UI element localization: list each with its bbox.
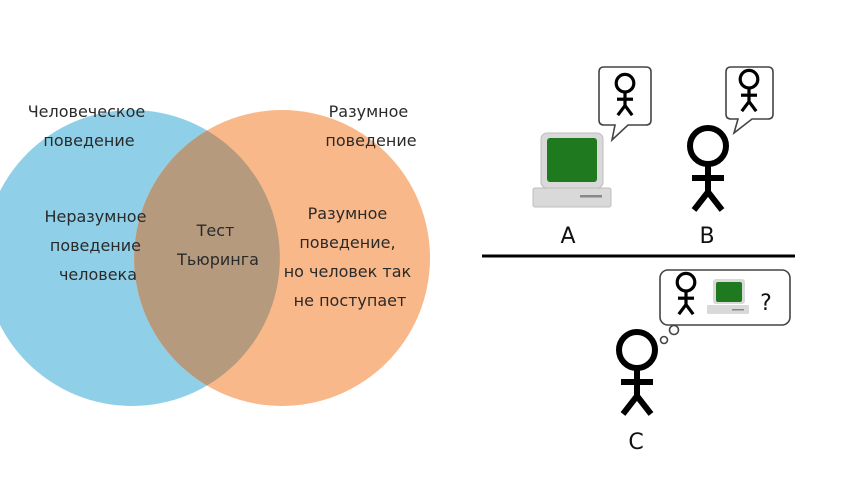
thought-bubble-a	[598, 66, 652, 143]
label-c: C	[628, 430, 643, 455]
thought-bubble-icon: ?	[659, 269, 791, 345]
computer-icon	[532, 132, 612, 208]
label-b: B	[699, 224, 714, 249]
person-icon	[690, 128, 726, 210]
label-a: A	[560, 224, 575, 249]
venn-left-title: Человеческое поведение	[28, 102, 151, 150]
question-mark: ?	[760, 291, 772, 316]
venn-left-inner-label: Неразумное поведение человека	[44, 207, 151, 284]
venn-right-inner-label: Разумное поведение, но человек так не по…	[284, 204, 417, 310]
person-icon	[619, 332, 655, 414]
venn-diagram: Человеческое поведение Разумное поведени…	[0, 102, 430, 406]
venn-right-title: Разумное поведение	[325, 102, 416, 150]
venn-overlap-region	[134, 130, 280, 386]
turing-setup: A B ? C	[482, 66, 795, 455]
computer-icon	[707, 279, 749, 314]
venn-overlap-label: Тест Тьюринга	[176, 221, 259, 269]
thought-bubble-b	[725, 66, 774, 136]
